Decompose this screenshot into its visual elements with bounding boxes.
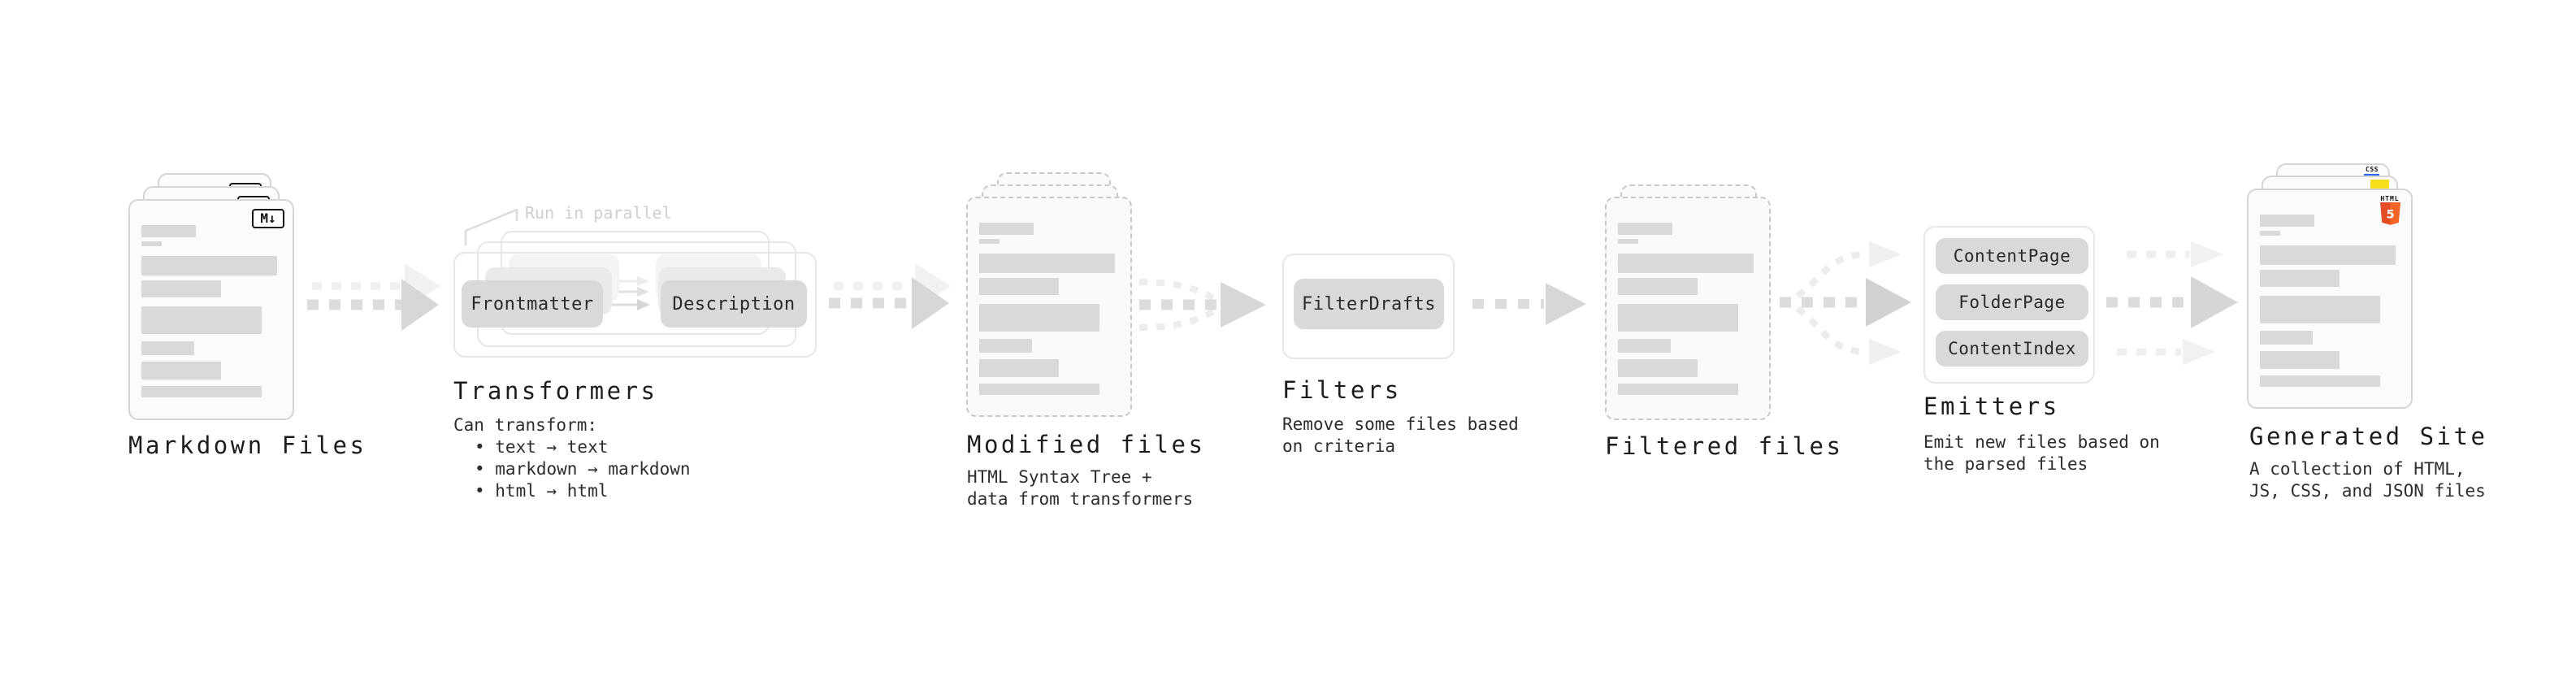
transform-bullet: • markdown → markdown — [475, 459, 691, 479]
arrow-filtered-to-emitters — [1780, 241, 1911, 365]
desc-line: HTML Syntax Tree + — [967, 467, 1152, 487]
desc-line: the parsed files — [1923, 454, 2088, 474]
emitters-title: Emitters — [1923, 393, 2060, 420]
desc-line: data from transformers — [967, 489, 1194, 509]
transformers-title: Transformers — [453, 377, 658, 405]
arrow-modified-to-filters — [1138, 279, 1266, 331]
filtered-files-title: Filtered files — [1605, 432, 1844, 460]
run-in-parallel-note: Run in parallel — [525, 203, 672, 223]
description-box: Description — [661, 280, 807, 327]
note-leader-line — [464, 208, 518, 245]
folderpage-box: FolderPage — [1936, 284, 2088, 320]
frontmatter-box: Frontmatter — [462, 280, 603, 327]
desc-line: Emit new files based on — [1923, 432, 2160, 452]
desc-line: Remove some files based — [1282, 414, 1519, 434]
filters-description: Remove some files based on criteria — [1282, 414, 1519, 458]
text-placeholder-bars — [979, 223, 1115, 395]
desc-line: on criteria — [1282, 436, 1396, 456]
emitters-frame: ContentPage FolderPage ContentIndex — [1923, 226, 2095, 384]
filtered-doc-front — [1605, 197, 1771, 420]
filters-frame — [1282, 254, 1455, 359]
filters-title: Filters — [1282, 376, 1402, 404]
emitters-description: Emit new files based on the parsed files — [1923, 432, 2160, 475]
arrow-transformers-to-modified — [829, 263, 951, 329]
transformer-frame-front — [453, 252, 817, 358]
transformers-description: Can transform: • text → text • markdown … — [453, 414, 691, 502]
markdown-icon: M↓ — [252, 209, 284, 228]
filterdrafts-box: FilterDrafts — [1294, 279, 1444, 329]
svg-text:5: 5 — [2386, 209, 2394, 222]
arrow-filters-to-filtered — [1472, 283, 1586, 325]
text-placeholder-bars — [2260, 215, 2396, 387]
text-placeholder-bars — [1618, 223, 1754, 395]
transform-bullet: • html → html — [475, 481, 609, 501]
desc-line: JS, CSS, and JSON files — [2249, 481, 2486, 501]
css-icon: CSS — [2364, 167, 2380, 177]
contentindex-box: ContentIndex — [1936, 331, 2088, 367]
html5-shield: 5 — [2379, 202, 2400, 225]
arrow-emitters-to-generated — [2106, 241, 2238, 365]
contentpage-box: ContentPage — [1936, 238, 2088, 274]
markdown-doc-front: M↓ — [128, 199, 294, 420]
generated-site-title: Generated Site — [2249, 423, 2488, 450]
text-placeholder-bars — [141, 225, 277, 397]
html5-icon: HTML 5 — [2379, 195, 2401, 228]
desc-line: A collection of HTML, — [2249, 459, 2465, 479]
generated-doc-html: HTML 5 — [2247, 189, 2413, 409]
generated-site-description: A collection of HTML, JS, CSS, and JSON … — [2249, 458, 2486, 502]
can-transform-heading: Can transform: — [453, 415, 598, 435]
modified-doc-front — [966, 197, 1132, 417]
modified-files-description: HTML Syntax Tree + data from transformer… — [967, 466, 1193, 510]
markdown-files-title: Markdown Files — [128, 432, 367, 459]
modified-files-title: Modified files — [967, 431, 1206, 458]
arrow-markdown-to-transformers — [307, 263, 440, 331]
transform-bullet: • text → text — [475, 437, 609, 457]
